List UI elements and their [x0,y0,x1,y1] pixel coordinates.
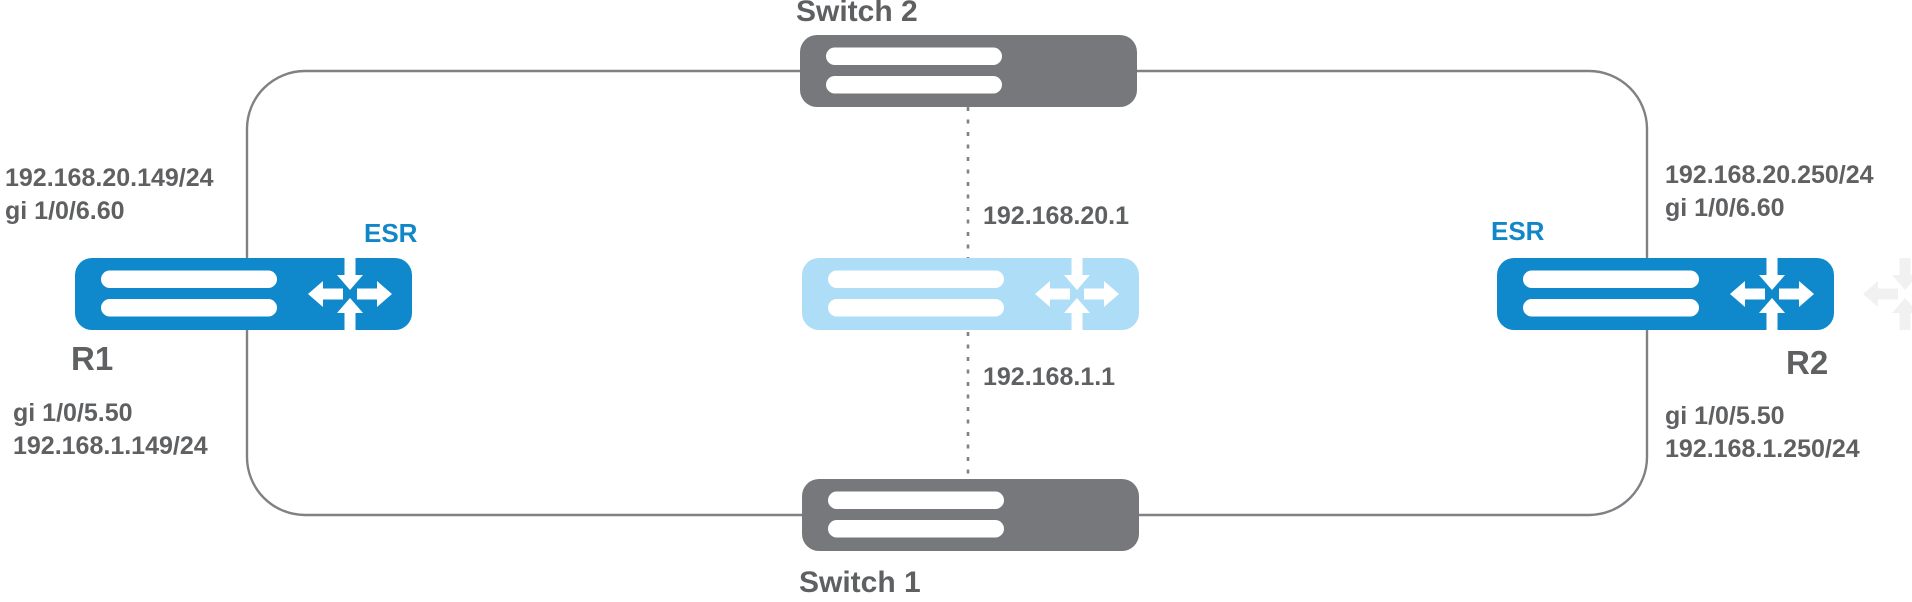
router-r1-icon [75,258,412,330]
r2-bottom-port-label: gi 1/0/5.50 [1665,402,1785,430]
router-r2-icon [1497,258,1834,330]
r1-top-ip-label: 192.168.20.149/24 [5,164,214,192]
r1-bottom-ip-label: 192.168.1.149/24 [13,432,208,460]
r2-bottom-ip-label: 192.168.1.250/24 [1665,435,1860,463]
r2-top-interface-labels: 192.168.20.250/24 gi 1/0/6.60 [1665,159,1874,225]
r2-esr-label: ESR [1491,216,1545,246]
r2-label: R2 [1786,344,1829,381]
r1-bottom-port-label: gi 1/0/5.50 [13,399,133,427]
switch2-icon [800,35,1137,107]
r1-top-port-label: gi 1/0/6.60 [5,197,125,225]
virtual-ip-bottom-label: 192.168.1.1 [983,363,1116,391]
virtual-ip-top-label: 192.168.20.1 [983,202,1129,230]
r1-top-interface-labels: 192.168.20.149/24 gi 1/0/6.60 [5,162,214,228]
r1-bottom-interface-labels: gi 1/0/5.50 192.168.1.149/24 [13,397,208,463]
virtual-router-icon [802,258,1139,330]
r2-top-ip-label: 192.168.20.250/24 [1665,161,1874,189]
switch1-label: Switch 1 [799,566,921,599]
r2-bottom-interface-labels: gi 1/0/5.50 192.168.1.250/24 [1665,400,1860,466]
r1-esr-label: ESR [364,218,418,248]
r1-label: R1 [71,340,114,377]
switch2-label: Switch 2 [796,0,918,28]
switch1-icon [802,479,1139,551]
r2-top-port-label: gi 1/0/6.60 [1665,194,1785,222]
ghost-arrow-icon [1863,258,1912,330]
